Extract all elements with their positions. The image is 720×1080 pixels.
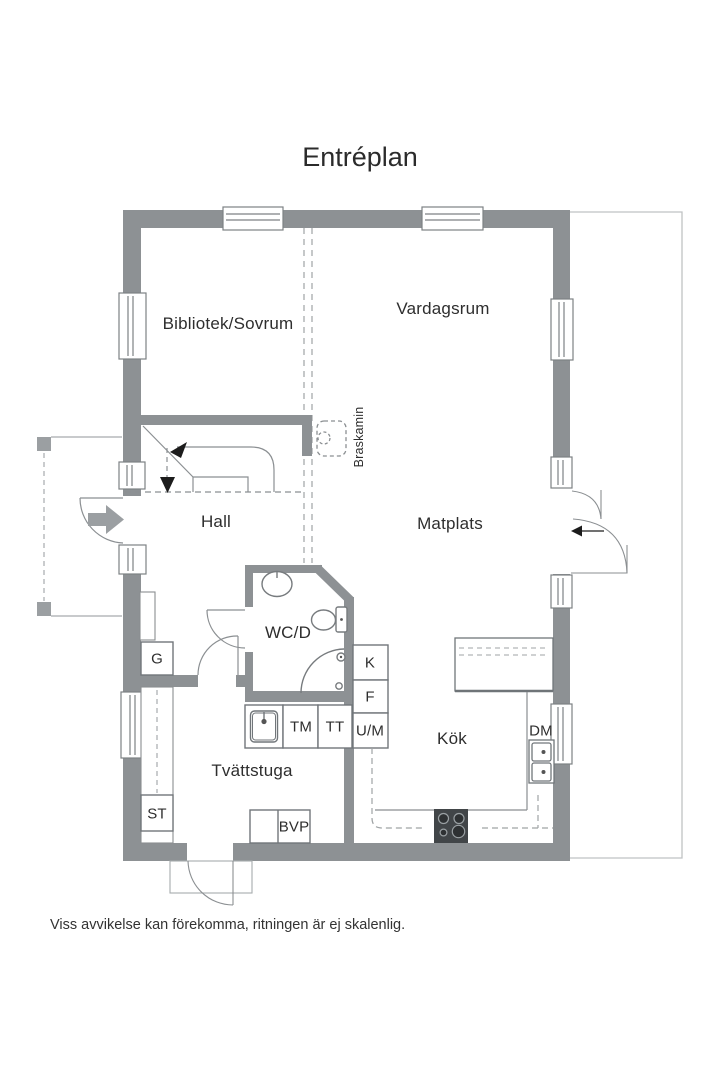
window-icon xyxy=(118,544,147,575)
window-icon xyxy=(550,703,573,765)
room-label-wc: WC/D xyxy=(264,623,312,642)
shower-icon xyxy=(300,648,346,694)
bvp-box xyxy=(249,809,311,844)
tt-box xyxy=(317,704,353,749)
entry-door xyxy=(79,497,124,544)
laundry-fixtures xyxy=(140,686,353,844)
page-title: Entréplan xyxy=(302,142,418,172)
label-kyl: K xyxy=(364,654,376,672)
kitchen-sink-icon xyxy=(528,739,555,784)
label-garderob: G xyxy=(151,650,163,668)
door-direction-arrow xyxy=(571,525,604,537)
laundry-sink-icon xyxy=(244,704,284,749)
wc-door-opening xyxy=(243,607,255,652)
label-diskmaskin: DM xyxy=(529,722,553,740)
hall-storage xyxy=(139,591,174,676)
window-icon xyxy=(550,574,573,609)
room-label-kok: Kök xyxy=(437,729,467,748)
porch-post xyxy=(37,602,51,616)
tm-box xyxy=(282,704,319,749)
room-label-tvattstuga: Tvättstuga xyxy=(211,761,293,780)
window-icon xyxy=(118,461,146,490)
label-torktumlare: TT xyxy=(325,718,345,736)
st-box xyxy=(140,794,174,832)
french-doors xyxy=(571,490,628,574)
closet-g-box xyxy=(140,641,174,676)
kitchen-island xyxy=(454,637,554,693)
laundry-door-swing xyxy=(197,635,239,676)
toilet-icon xyxy=(310,606,348,633)
disclaimer-text: Viss avvikelse kan förekomma, ritningen … xyxy=(50,917,406,933)
window-icon xyxy=(421,206,484,231)
porch-post xyxy=(37,437,51,451)
window-icon xyxy=(550,456,573,489)
window-icon xyxy=(550,298,574,361)
label-braskamin: Braskamin xyxy=(352,406,366,468)
cabinet xyxy=(139,591,156,641)
label-bvp: BVP xyxy=(278,818,310,836)
deck-outline xyxy=(570,211,683,859)
room-label-hall: Hall xyxy=(200,512,232,531)
label-ugn-mikro: U/M xyxy=(355,722,385,740)
room-label-bibliotek: Bibliotek/Sovrum xyxy=(162,314,294,333)
room-label-matplats: Matplats xyxy=(417,514,483,533)
um-box xyxy=(352,712,389,749)
counter-dashed xyxy=(371,748,553,829)
window-icon xyxy=(118,292,147,360)
entrance-arrow-icon xyxy=(88,505,124,534)
staircase xyxy=(125,425,304,493)
label-frys: F xyxy=(365,688,375,706)
stair-up-arrow xyxy=(170,442,187,458)
wc-fixtures xyxy=(261,570,348,694)
window-icon xyxy=(222,206,284,231)
room-label-vardagsrum: Vardagsrum xyxy=(396,299,490,318)
label-tvattmaskin: TM xyxy=(289,718,313,736)
fireplace-icon xyxy=(316,420,347,457)
door-swings xyxy=(197,609,246,676)
stove-icon xyxy=(434,809,468,843)
wc-angled-wall xyxy=(313,564,355,605)
stair-down-arrow xyxy=(160,477,175,493)
k-box xyxy=(352,644,389,681)
kitchen-fixtures xyxy=(352,637,555,843)
label-stad: ST xyxy=(147,805,167,823)
room-divider-dashed xyxy=(303,228,313,563)
rear-door xyxy=(169,860,253,906)
door-openings xyxy=(121,488,572,862)
wc-door-swing xyxy=(206,609,246,649)
counter-lines xyxy=(375,692,528,811)
bathroom-sink-icon xyxy=(261,570,293,598)
entry-porch xyxy=(37,436,122,617)
